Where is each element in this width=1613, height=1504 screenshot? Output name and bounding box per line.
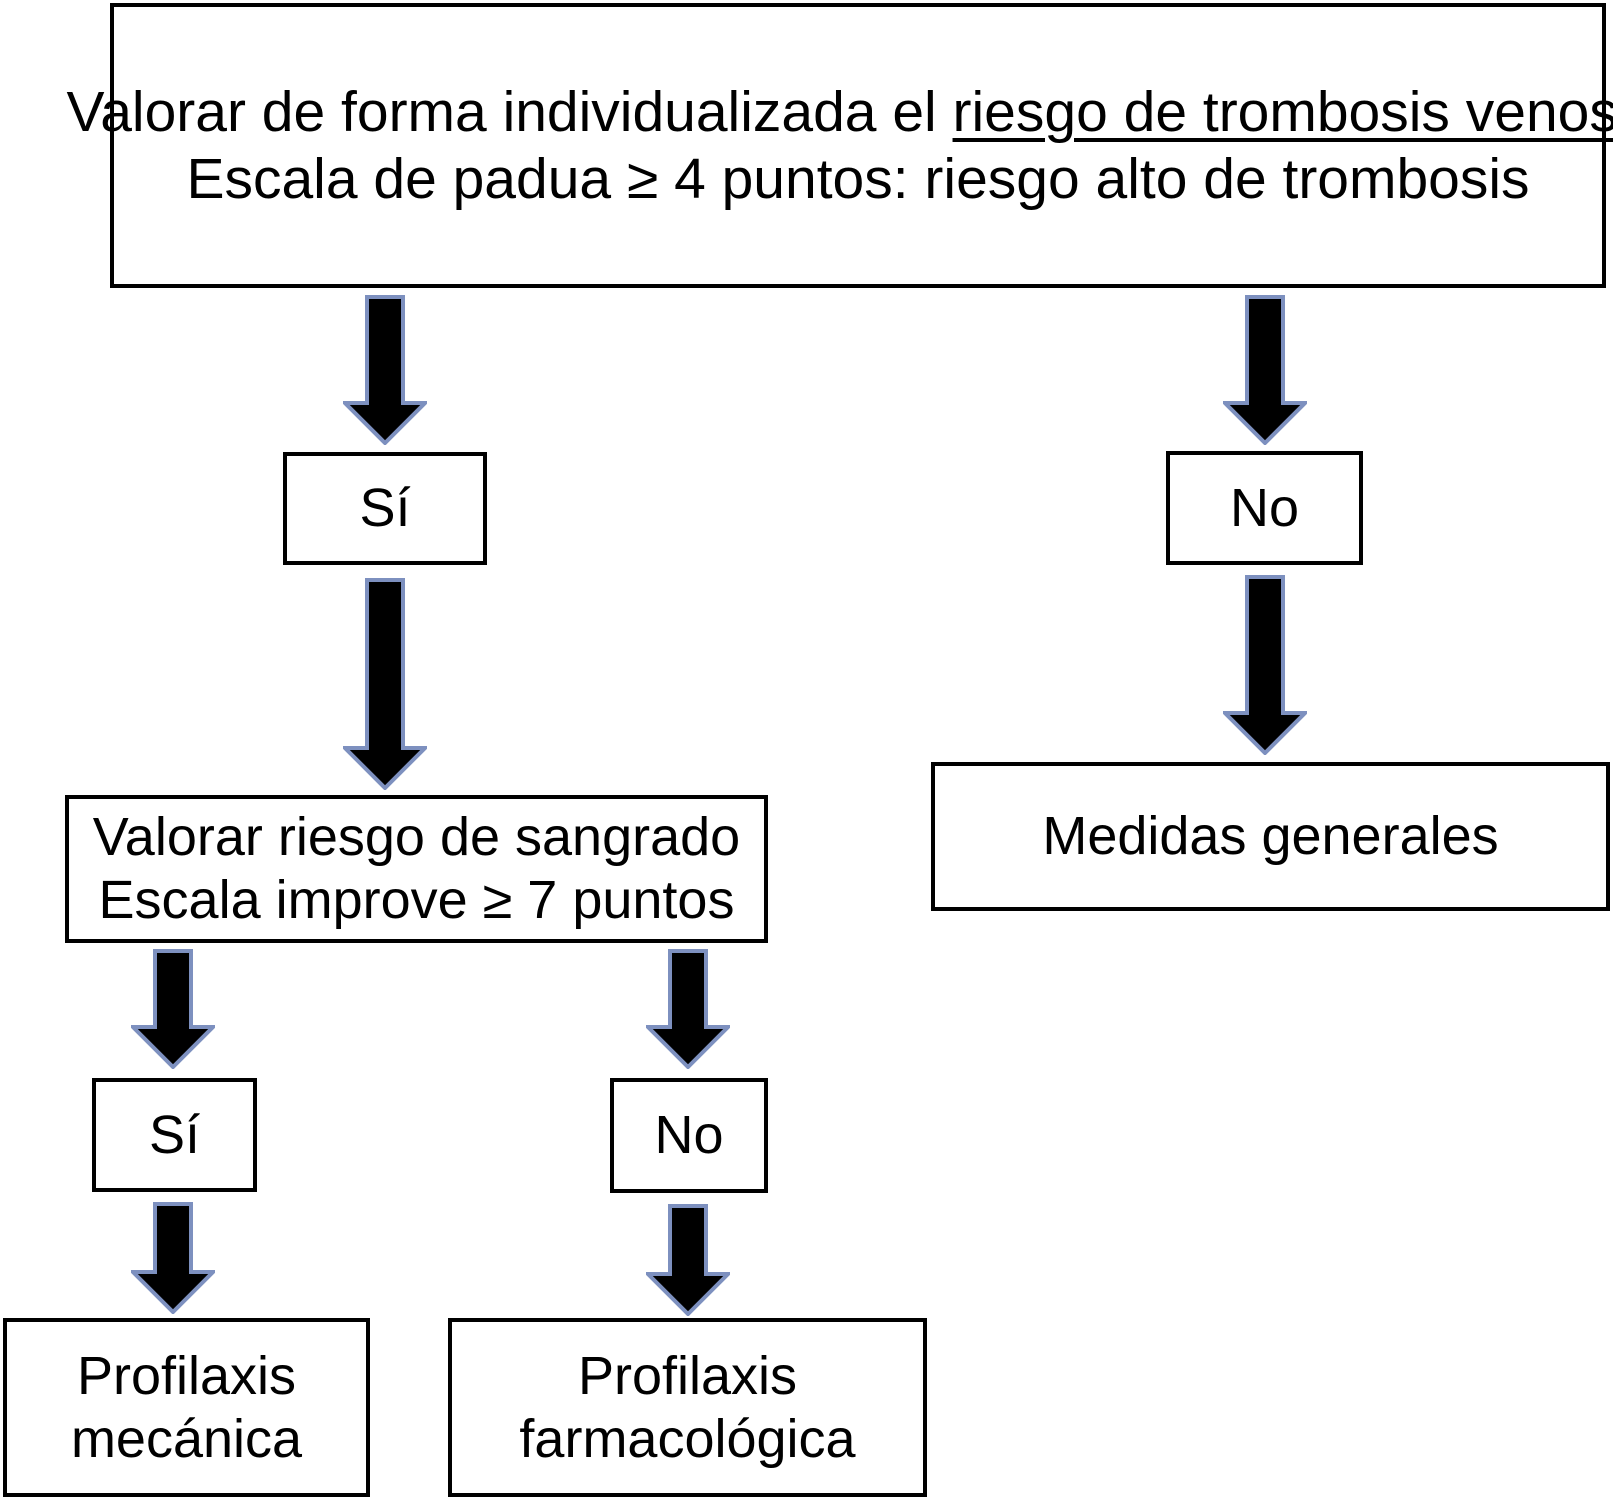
yes1-label: Sí: [359, 478, 411, 539]
node-assess-thrombosis-risk: Valorar de forma individualizada el ries…: [66, 3, 1613, 288]
arrow-assess-to-no1-icon: [1223, 295, 1307, 445]
assess-thrombosis-line2: Escala de padua ≥ 4 puntos: riesgo alto …: [186, 146, 1530, 211]
arrow-no1-to-measures-icon: [1223, 575, 1307, 755]
node-yes1: Sí: [283, 452, 487, 565]
yes2-label: Sí: [148, 1104, 201, 1165]
no1-label: No: [1229, 477, 1300, 538]
general-measures-label: Medidas generales: [1042, 806, 1499, 867]
mechanical-prophylaxis-text: Profilaxis mecánica: [71, 1345, 302, 1470]
arrow-bleeding-to-no2-icon: [646, 949, 730, 1069]
pharmacological-prophylaxis-line1: Profilaxis: [577, 1345, 798, 1406]
assess-thrombosis-line1-underlined: riesgo de trombosis venosa: [952, 80, 1613, 145]
node-general-measures: Medidas generales: [931, 762, 1610, 911]
node-pharmacological-prophylaxis: Profilaxis farmacológica: [448, 1318, 927, 1497]
pharmacological-prophylaxis-line2: farmacológica: [519, 1408, 856, 1469]
arrow-no2-to-pharmacological-icon: [646, 1204, 730, 1316]
assess-thrombosis-line1: Valorar de forma individualizada el ries…: [66, 79, 1613, 145]
pharmacological-prophylaxis-text: Profilaxis farmacológica: [519, 1345, 855, 1470]
node-assess-bleeding-risk: Valorar riesgo de sangrado Escala improv…: [65, 795, 768, 943]
arrow-assess-to-yes1-icon: [343, 295, 427, 445]
node-no2: No: [610, 1078, 768, 1193]
mechanical-prophylaxis-line2: mecánica: [70, 1408, 303, 1469]
assess-bleeding-line1: Valorar riesgo de sangrado: [92, 807, 741, 868]
assess-thrombosis-line1-prefix: Valorar de forma individualizada el: [66, 80, 953, 145]
assess-bleeding-line2: Escala improve ≥ 7 puntos: [98, 870, 735, 930]
node-yes2: Sí: [92, 1078, 257, 1192]
node-mechanical-prophylaxis: Profilaxis mecánica: [3, 1318, 370, 1497]
assess-bleeding-text: Valorar riesgo de sangrado Escala improv…: [93, 806, 740, 931]
no2-label: No: [654, 1105, 724, 1166]
assess-thrombosis-text: Valorar de forma individualizada el ries…: [66, 79, 1613, 211]
arrow-bleeding-to-yes2-icon: [131, 949, 215, 1069]
mechanical-prophylaxis-line1: Profilaxis: [76, 1345, 297, 1406]
arrow-yes2-to-mechanical-icon: [131, 1202, 215, 1314]
node-no1: No: [1166, 451, 1363, 565]
arrow-yes1-to-bleeding-icon: [343, 578, 427, 790]
